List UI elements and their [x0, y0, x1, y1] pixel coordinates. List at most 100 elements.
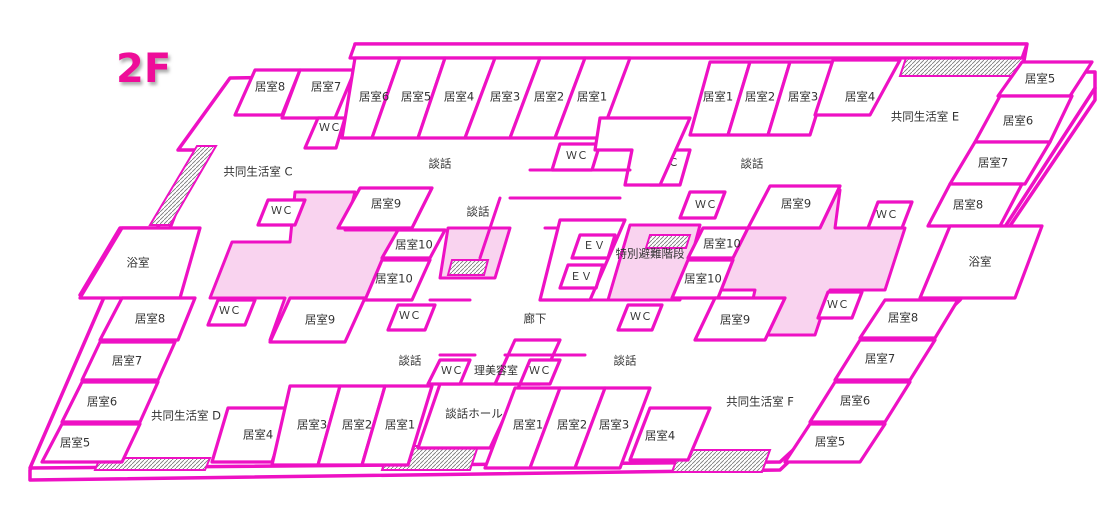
wc-label: ＷＣ: [566, 149, 588, 162]
bath-label: 浴室: [969, 255, 992, 269]
wc-label: ＷＣ: [271, 204, 293, 217]
balcony-hatch-left: [148, 145, 218, 226]
room-c-9a: [336, 186, 434, 230]
room-label: 居室3: [788, 90, 818, 104]
room-label: 居室10: [703, 237, 741, 251]
ev-label: ＥＶ: [570, 270, 592, 283]
room-label: 居室9: [371, 197, 401, 211]
room-top-right-4: [813, 58, 902, 117]
room-label: 居室8: [135, 312, 165, 326]
ev-label: ＥＶ: [583, 239, 605, 252]
talk-label: 談話: [399, 354, 422, 368]
top-band: [348, 42, 1029, 60]
wc-label: ＷＣ: [441, 364, 463, 377]
room-label: 居室1: [385, 418, 415, 432]
room-label: 居室2: [534, 90, 564, 104]
room-label: 居室5: [401, 90, 431, 104]
room-label: 居室1: [703, 90, 733, 104]
wc-label: ＷＣ: [876, 208, 898, 221]
room-label: 居室2: [342, 418, 372, 432]
wc-label: ＷＣ: [630, 310, 652, 323]
room-label: 居室3: [490, 90, 520, 104]
talk-label: 談話: [614, 354, 637, 368]
divider: [478, 196, 502, 260]
common-room-d-label: 共同生活室 D: [151, 409, 221, 423]
room-br-3: [573, 386, 652, 470]
room-label: 居室4: [243, 428, 273, 442]
wc-bottom-center-right: [518, 358, 562, 386]
wc-box-top: [303, 116, 347, 150]
room-label: 居室4: [645, 429, 675, 443]
room-label: 居室7: [311, 80, 341, 94]
room-rl-3: [808, 380, 912, 424]
ev-block-2-front: [558, 263, 605, 290]
top-right-room-row: 居室1 居室2 居室3 居室4: [688, 58, 902, 137]
room-rl-4: [783, 422, 887, 464]
room-label: 居室7: [978, 156, 1008, 170]
common-room-e-label: 共同生活室 E: [891, 110, 959, 124]
room-label: 居室4: [444, 90, 474, 104]
room-label: 居室10: [395, 238, 433, 252]
room-label: 居室5: [815, 435, 845, 449]
room-label: 居室3: [599, 418, 629, 432]
talk-label: 談話: [741, 157, 764, 171]
room-label: 居室7: [112, 354, 142, 368]
room-label: 居室6: [87, 395, 117, 409]
right-lower-room-column: 居室8 居室7 居室6 居室5: [783, 298, 960, 464]
wc-e-top: [678, 190, 727, 220]
room-label: 居室9: [781, 197, 811, 211]
room-e-9b: [693, 296, 787, 342]
room-left-2: [80, 340, 177, 382]
talk-label: 談話: [429, 157, 452, 171]
room-label: 居室9: [720, 313, 750, 327]
room-label: 居室5: [60, 436, 90, 450]
talk-label: 談話: [467, 205, 490, 219]
barber-label: 理美容室: [474, 363, 518, 377]
wc-e-bottom-left: [616, 303, 664, 332]
stair-label: 特別避難階段: [616, 247, 685, 261]
wc-label: ＷＣ: [529, 364, 551, 377]
wc-label: ＷＣ: [399, 309, 421, 322]
room-top-right-3: [766, 60, 835, 137]
right-room-column: 居室5 居室6 居室7 居室8: [926, 60, 1094, 228]
bath-right: [918, 224, 1044, 300]
bath-label: 浴室: [127, 256, 150, 270]
room-label: 居室2: [557, 418, 587, 432]
common-room-c-label: 共同生活室 C: [223, 165, 292, 179]
talk-hall-label: 談話ホール: [445, 407, 503, 421]
wc-bottom-center-left: [426, 358, 472, 386]
room-label: 居室7: [865, 352, 895, 366]
wc-c-top: [256, 198, 307, 227]
room-label: 居室3: [297, 418, 327, 432]
room-rl-2: [833, 338, 937, 382]
room-rl-1: [858, 298, 960, 340]
wc-label: ＷＣ: [319, 121, 341, 134]
room-label: 居室10: [684, 272, 722, 286]
room-c-10a: [380, 228, 447, 260]
room-left-4: [40, 422, 142, 464]
stair-left-hatch: [446, 259, 490, 276]
special-stair-hatch: [644, 234, 692, 249]
common-room-f-label: 共同生活室 F: [726, 395, 794, 409]
room-right-3: [948, 140, 1052, 186]
room-label: 居室1: [513, 418, 543, 432]
room-br-4: [628, 406, 712, 462]
wc-e-right: [866, 200, 914, 230]
room-e-10a: [686, 226, 750, 260]
bottom-left-room-row: 居室4 居室3 居室2 居室1: [210, 384, 434, 467]
room-e-9a: [746, 184, 842, 230]
wc-label: ＷＣ: [219, 304, 241, 317]
ev-block-1-front: [570, 233, 617, 260]
room-bl-4: [360, 384, 434, 467]
bottom-right-room-row: 居室1 居室2 居室3 居室4: [483, 386, 712, 470]
room-label: 居室6: [359, 90, 389, 104]
corridor-label: 廊下: [524, 312, 547, 326]
room-label: 居室8: [953, 198, 983, 212]
center-upper-block: [593, 116, 692, 187]
room-label: 居室10: [375, 272, 413, 286]
room-label: 居室6: [1003, 114, 1033, 128]
room-left-3: [60, 380, 160, 424]
room-label: 居室5: [1025, 72, 1055, 86]
room-label: 居室2: [745, 90, 775, 104]
